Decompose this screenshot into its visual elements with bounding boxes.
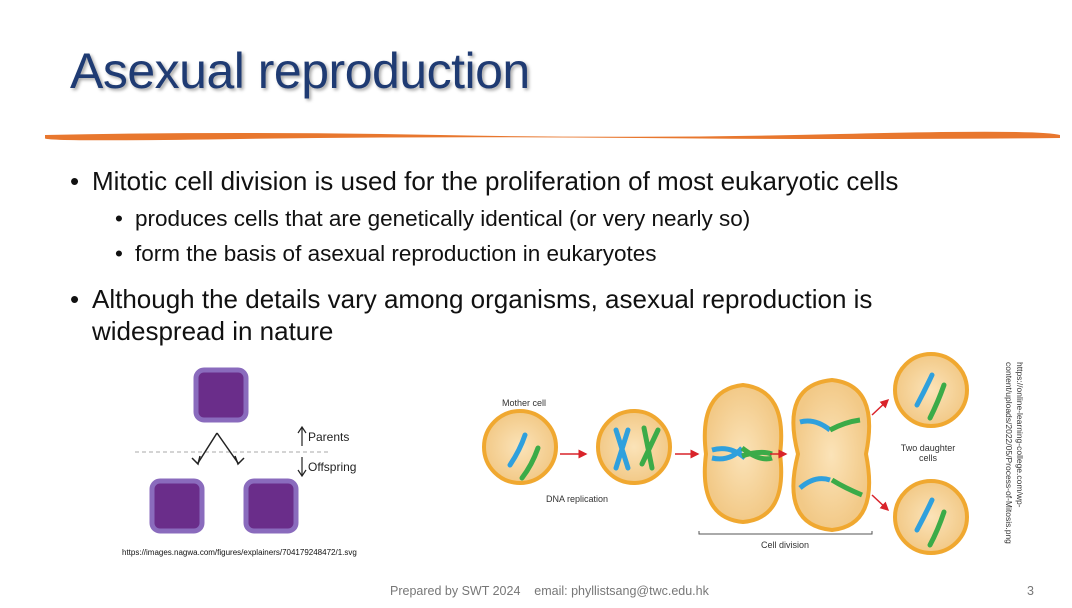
orange-divider: [44, 131, 1060, 141]
page-number: 3: [1027, 584, 1034, 598]
replicated-cell: [596, 409, 672, 485]
parents-label: Parents: [308, 430, 349, 444]
parent-cell: [193, 367, 249, 423]
mitosis-diagram: Mother cell DNA replication Two daughter…: [482, 352, 969, 555]
bullet-dot: •: [70, 166, 80, 196]
mother-cell-label: Mother cell: [502, 398, 546, 408]
dna-replication-label: DNA replication: [546, 494, 608, 504]
cell-division-label: Cell division: [761, 540, 809, 550]
slide-title: Asexual reproduction: [70, 43, 530, 99]
bullet-dot: •: [115, 241, 123, 266]
left-figure-source: https://images.nagwa.com/figures/explain…: [122, 548, 357, 557]
bullet-2-line-2: widespread in nature: [92, 316, 334, 346]
right-figure-source: https://online-learning-college.com/wp-c…: [1004, 362, 1025, 544]
bullet-dot: •: [115, 206, 123, 231]
offspring-label: Offspring: [308, 460, 356, 474]
offspring-cell: [149, 478, 205, 534]
daughter-label: Two daughter: [901, 443, 956, 453]
dividing-cell-late: [791, 377, 872, 533]
offspring-cell: [243, 478, 299, 534]
daughter-cell: [893, 479, 969, 555]
bullet-dot: •: [70, 284, 80, 314]
bullet-1: Mitotic cell division is used for the pr…: [92, 166, 899, 196]
asexual-reproduction-diagram: Parents Offspring: [135, 367, 356, 534]
bullet-2-line-1: Although the details vary among organism…: [92, 284, 873, 314]
footer: Prepared by SWT 2024 email: phyllistsang…: [390, 584, 709, 598]
sub-bullet-1: produces cells that are genetically iden…: [135, 206, 751, 231]
daughter-cell: [893, 352, 969, 428]
daughter-label: cells: [919, 453, 938, 463]
sub-bullet-2: form the basis of asexual reproduction i…: [135, 241, 657, 266]
